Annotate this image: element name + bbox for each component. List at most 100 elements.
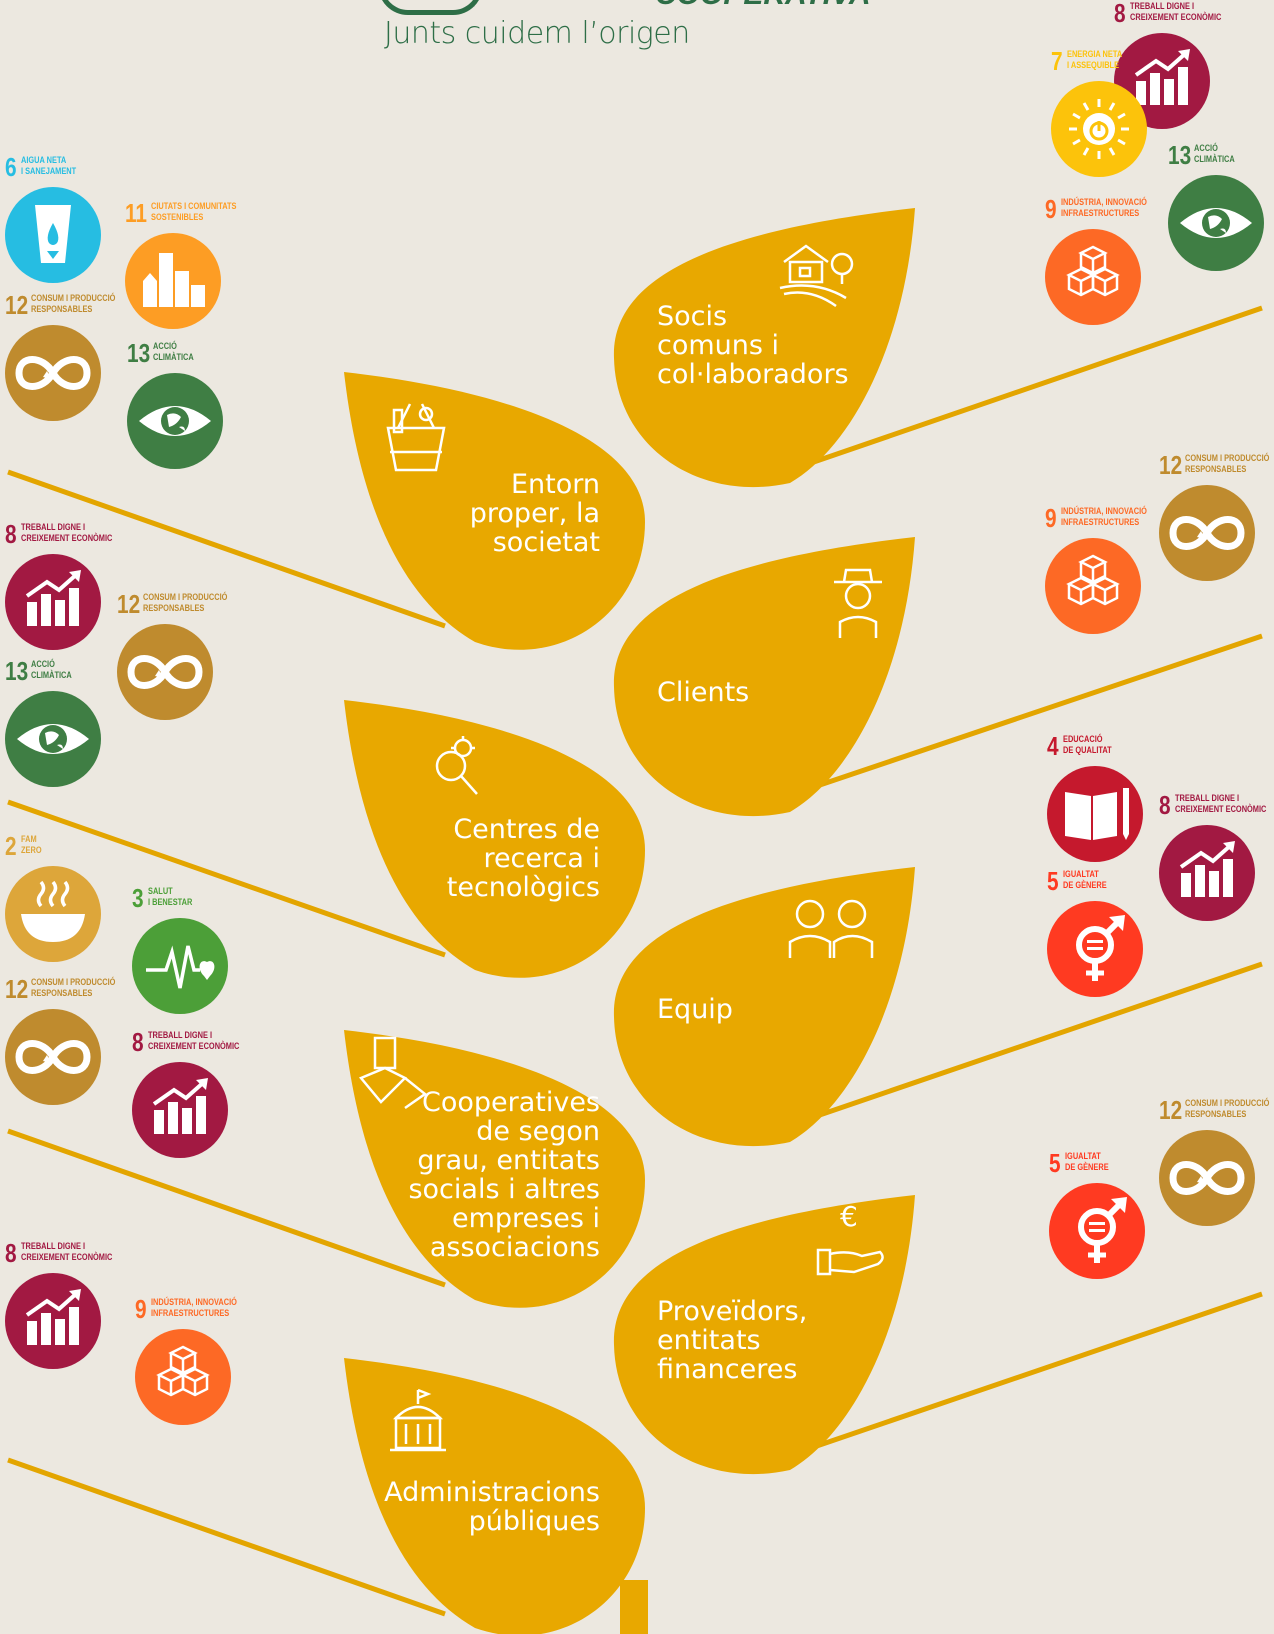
leaf-label-2: Entorn proper, la societat xyxy=(469,469,600,558)
sdg-badge-8 xyxy=(132,1062,228,1158)
sdg-number: 12 xyxy=(1159,450,1183,480)
sdg-number: 12 xyxy=(5,290,29,320)
sdg-badge-3 xyxy=(132,918,228,1014)
eye-earth-icon xyxy=(139,406,211,436)
research-magnifier-gear-icon xyxy=(435,736,478,795)
sdg-badge-12 xyxy=(117,624,213,720)
sdg-badge-13 xyxy=(127,373,223,469)
sdg-caption: CONSUM I PRODUCCIÓ RESPONSABLES xyxy=(1185,1098,1270,1120)
heartbeat-icon xyxy=(146,945,215,989)
hand-euro-icon: € xyxy=(816,1200,884,1276)
sdg-badge-9 xyxy=(135,1329,231,1425)
sdg-caption: TREBALL DIGNE I CREIXEMENT ECONÒMIC xyxy=(1130,1,1222,23)
leaf-7 xyxy=(613,1195,915,1475)
sdg-number: 8 xyxy=(5,519,17,549)
branch-line xyxy=(804,305,1263,468)
sdg-caption: SALUT I BENESTAR xyxy=(148,886,193,908)
header: COOPERATIVA Junts cuidem l’origen xyxy=(0,0,1274,70)
leaf-1 xyxy=(613,208,915,488)
sdg-caption: CONSUM I PRODUCCIÓ RESPONSABLES xyxy=(1185,453,1270,475)
stem xyxy=(620,1580,648,1634)
sdg-badge-6 xyxy=(5,187,101,283)
growth-chart-icon xyxy=(1134,49,1190,105)
book-pencil-icon xyxy=(1065,788,1129,840)
sdg-badge-12 xyxy=(5,1009,101,1105)
sdg-badge-8 xyxy=(5,554,101,650)
sdg-badge-5 xyxy=(1049,1183,1145,1279)
sdg-caption: CONSUM I PRODUCCIÓ RESPONSABLES xyxy=(31,977,116,999)
sdg-badge-7 xyxy=(1051,81,1147,177)
branch-line xyxy=(804,961,1263,1123)
growth-chart-icon xyxy=(25,1289,81,1345)
logo-wordmark: COOPERATIVA xyxy=(655,0,871,12)
sdg-caption: TREBALL DIGNE I CREIXEMENT ECONÒMIC xyxy=(148,1030,240,1052)
sdg-badge-11 xyxy=(125,233,221,329)
sdg-caption: TREBALL DIGNE I CREIXEMENT ECONÒMIC xyxy=(1175,793,1267,815)
team-people-icon xyxy=(788,899,874,958)
sdg-badge-8 xyxy=(5,1273,101,1369)
growth-chart-icon xyxy=(25,570,81,626)
sdg-badge-5 xyxy=(1047,901,1143,997)
sdg-badge-13 xyxy=(5,691,101,787)
leaf-label-7: Proveïdors, entitats financeres xyxy=(657,1296,808,1385)
grocery-basket-icon xyxy=(386,403,446,472)
sdg-caption: INDÚSTRIA, INNOVACIÓ INFRAESTRUCTURES xyxy=(1061,197,1147,219)
sdg-badge-12 xyxy=(1159,1130,1255,1226)
town-hall-icon xyxy=(390,1388,446,1452)
sdg-badge-12 xyxy=(5,325,101,421)
leaf-3 xyxy=(613,537,915,817)
sdg-badge-2 xyxy=(5,866,101,962)
sdg-badge-9 xyxy=(1045,229,1141,325)
leaf-5 xyxy=(613,867,915,1147)
sdg-number: 13 xyxy=(1168,140,1192,170)
sdg-number: 12 xyxy=(117,589,141,619)
sdg-caption: IGUALTAT DE GÈNERE xyxy=(1065,1151,1109,1173)
branch-line xyxy=(7,799,446,958)
sdg-number: 12 xyxy=(1159,1095,1183,1125)
sdg-badge-8 xyxy=(1159,825,1255,921)
sdg-number: 6 xyxy=(5,152,17,182)
sdg-number: 7 xyxy=(1051,46,1063,76)
cubes-icon xyxy=(156,1345,210,1397)
sdg-caption: CONSUM I PRODUCCIÓ RESPONSABLES xyxy=(31,293,116,315)
sdg-number: 9 xyxy=(1045,194,1057,224)
sdg-caption: CIUTATS I COMUNITATS SOSTENIBLES xyxy=(151,201,237,223)
leaf-label-1: Socis comuns i col·laboradors xyxy=(657,301,849,390)
branch-line xyxy=(7,1457,446,1617)
sdg-number: 11 xyxy=(125,198,147,228)
sdg-number: 9 xyxy=(135,1294,147,1324)
leaf-label-5: Equip xyxy=(657,994,733,1025)
sdg-caption: EDUCACIÓ DE QUALITAT xyxy=(1063,734,1112,756)
sdg-badge-12 xyxy=(1159,485,1255,581)
sdg-number: 5 xyxy=(1049,1148,1061,1178)
sdg-caption: ENERGIA NETA I ASSEQUIBLE xyxy=(1067,49,1123,71)
sdg-caption: FAM ZERO xyxy=(21,834,42,856)
sdg-number: 12 xyxy=(5,974,29,1004)
soup-bowl-icon xyxy=(21,880,85,942)
sdg-caption: INDÚSTRIA, INNOVACIÓ INFRAESTRUCTURES xyxy=(1061,506,1147,528)
branch-line xyxy=(7,469,446,629)
infinity-loop-icon xyxy=(1169,1161,1245,1195)
water-glass-icon xyxy=(35,205,71,263)
sdg-caption: IGUALTAT DE GÈNERE xyxy=(1063,869,1107,891)
sdg-number: 13 xyxy=(5,656,29,686)
sdg-number: 3 xyxy=(132,883,144,913)
farm-icon xyxy=(779,244,854,308)
tagline: Junts cuidem l’origen xyxy=(384,16,690,51)
sdg-number: 13 xyxy=(127,338,151,368)
eye-earth-icon xyxy=(1180,208,1252,238)
sdg-caption: TREBALL DIGNE I CREIXEMENT ECONÒMIC xyxy=(21,522,113,544)
gender-equality-icon xyxy=(1078,1197,1127,1263)
joined-hands-icon xyxy=(358,1036,428,1110)
sdg-number: 8 xyxy=(5,1238,17,1268)
sdg-number: 8 xyxy=(1114,0,1126,28)
farmer-icon xyxy=(834,568,882,638)
leaf-label-3: Clients xyxy=(657,677,750,708)
sdg-number: 8 xyxy=(132,1027,144,1057)
branch-line xyxy=(804,1291,1263,1453)
gender-equality-icon xyxy=(1076,915,1125,981)
sdg-caption: INDÚSTRIA, INNOVACIÓ INFRAESTRUCTURES xyxy=(151,1297,237,1319)
sdg-caption: ACCIÓ CLIMÀTICA xyxy=(31,659,72,681)
cubes-icon xyxy=(1066,245,1120,297)
